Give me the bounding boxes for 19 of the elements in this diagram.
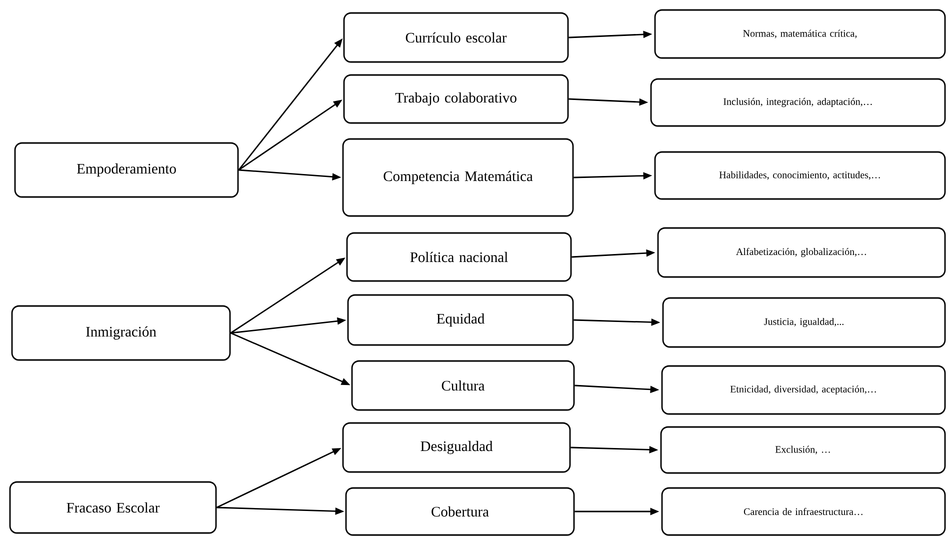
detail-box: Carencia de infraestructura…: [661, 487, 946, 536]
detail-box: Alfabetización, globalización,…: [657, 227, 946, 278]
concept-box: Fracaso Escolar: [9, 481, 217, 534]
detail-box: Inclusión, integración, adaptación,…: [650, 78, 946, 127]
detail-box: Habilidades, conocimiento, actitudes,…: [654, 151, 946, 200]
concept-box: Equidad: [347, 294, 574, 346]
concept-box: Empoderamiento: [14, 142, 239, 198]
concept-box: Trabajo colaborativo: [343, 74, 569, 124]
concept-box: Política nacional: [346, 232, 572, 282]
concept-box: Cultura: [351, 360, 575, 411]
detail-box: Normas, matemática crítica,: [654, 9, 946, 59]
concept-box: Competencia Matemática: [342, 138, 574, 217]
concept-box: Cobertura: [345, 487, 575, 536]
detail-box: Justicia, igualdad,...: [662, 297, 946, 348]
concept-box: Desigualdad: [342, 422, 571, 473]
concept-box: Inmigración: [11, 305, 231, 361]
detail-box: Exclusión, …: [660, 426, 946, 474]
detail-box: Etnicidad, diversidad, aceptación,…: [661, 365, 946, 415]
concept-box: Currículo escolar: [343, 12, 569, 63]
